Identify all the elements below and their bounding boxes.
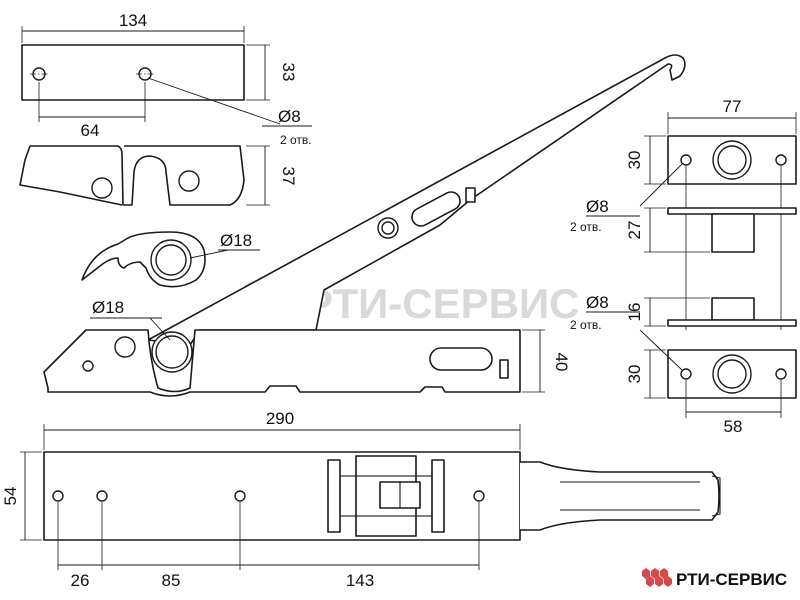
keeper-side-views: 27 16 <box>625 207 797 327</box>
dim-bracket-height: 37 <box>279 167 298 186</box>
keeper-bottom-view: Ø8 2 отв. 30 58 <box>570 293 797 436</box>
watermark-text: РТИ-СЕРВИС <box>305 280 580 327</box>
dim-long-length: 290 <box>266 409 294 428</box>
keeper-top-view: 77 30 Ø8 2 отв. <box>570 97 797 330</box>
mounting-plate-view: 134 33 64 Ø8 2 отв. <box>21 11 312 147</box>
lever-notch <box>465 187 476 203</box>
long-hole-1 <box>52 490 64 502</box>
logo-text: РТИ-СЕРВИС <box>676 570 787 589</box>
keeper-side-plate-1 <box>667 207 797 215</box>
long-hole-2 <box>96 490 108 502</box>
callout-2-holes-plate: 2 отв. <box>280 133 312 147</box>
keeper-bottom-hole-left <box>680 368 692 380</box>
company-logo: РТИ-СЕРВИС <box>642 568 787 589</box>
base-hole <box>114 336 136 358</box>
keeper-side-boss-2 <box>711 297 755 321</box>
keeper-bottom-hole-right <box>775 368 787 380</box>
hook-pivot-inner <box>155 244 187 276</box>
mounting-plate <box>21 44 245 101</box>
main-pivot-inner <box>155 335 189 369</box>
callout-2-holes-keeper-bottom: 2 отв. <box>570 318 602 332</box>
dim-keeper-height-top: 30 <box>625 151 644 170</box>
base-small-hole <box>82 360 94 372</box>
dim-keeper-depth-27: 27 <box>625 221 644 240</box>
long-plate-view: 290 54 26 85 143 <box>1 409 721 590</box>
dim-plate-hole-spacing: 64 <box>81 121 100 140</box>
dim-keeper-height-bottom: 30 <box>625 365 644 384</box>
dim-plate-height: 33 <box>279 63 298 82</box>
base-notch <box>499 359 509 379</box>
bracket <box>30 145 245 206</box>
callout-d8-keeper-bottom: Ø8 <box>586 293 609 312</box>
keeper-bottom-boss-inner <box>717 359 747 389</box>
keeper-side-plate-2 <box>667 319 797 327</box>
keeper-top-boss-inner <box>717 145 747 175</box>
latch-base <box>43 329 521 397</box>
long-plate <box>43 451 521 541</box>
long-hole-3 <box>234 490 246 502</box>
dim-keeper-hole-spacing: 58 <box>724 417 743 436</box>
dim-spacing-26: 26 <box>71 571 90 590</box>
dim-plate-width: 134 <box>119 11 147 30</box>
bracket-hole-right <box>178 170 200 192</box>
dim-spacing-143: 143 <box>346 571 374 590</box>
base-slot <box>429 347 493 371</box>
long-hole-4 <box>473 490 485 502</box>
keeper-top-hole-left <box>680 154 692 166</box>
mech-rail-right <box>431 459 445 533</box>
lever-arm <box>147 54 686 346</box>
callout-d8-plate: Ø8 <box>278 107 301 126</box>
callout-d18-base: Ø18 <box>92 298 124 317</box>
lever-handle-top <box>520 461 720 531</box>
bracket-view: 37 <box>19 145 298 206</box>
callout-d18-hook: Ø18 <box>220 231 252 250</box>
dim-spacing-85: 85 <box>162 571 181 590</box>
dim-keeper-width: 77 <box>723 97 742 116</box>
keeper-top-hole-right <box>775 154 787 166</box>
bracket-hole-left <box>91 177 113 199</box>
logo-hex-icon <box>642 568 672 587</box>
latch-assembly-view: Ø18 40 <box>43 54 686 397</box>
callout-2-holes-keeper-top: 2 отв. <box>570 220 602 234</box>
dim-long-width: 54 <box>1 487 20 506</box>
lever-slot <box>411 191 461 227</box>
callout-d8-keeper-top: Ø8 <box>586 197 609 216</box>
keeper-side-boss-1 <box>711 213 755 253</box>
hook-view: Ø18 <box>81 231 260 288</box>
lever-pin-inner <box>381 221 395 235</box>
dim-base-height: 40 <box>552 353 571 372</box>
mech-rail-left <box>327 459 341 533</box>
